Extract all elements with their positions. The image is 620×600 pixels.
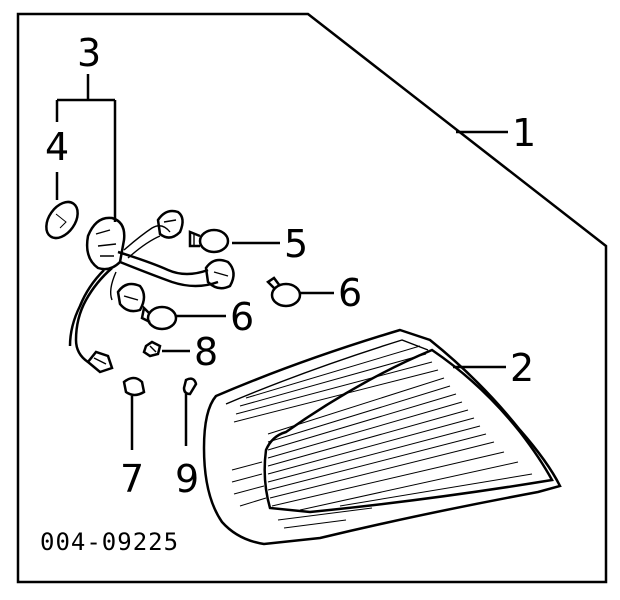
screw-8-drawing [142, 340, 162, 358]
part-code: 004-09225 [40, 528, 179, 556]
callout-7: 7 [120, 457, 144, 501]
bulb-6-lower-drawing [140, 305, 178, 331]
callout-5: 5 [284, 222, 308, 266]
nut-7-drawing [122, 376, 146, 397]
callout-2: 2 [510, 346, 534, 390]
callout-6-upper: 6 [338, 271, 362, 315]
callout-3: 3 [77, 31, 101, 75]
bulb-5-drawing [188, 228, 230, 254]
bulb-6-upper-drawing [266, 276, 302, 308]
socket-wire-harness-drawing [68, 209, 235, 374]
diagram-frame [16, 12, 608, 584]
lens-ribs [231, 345, 533, 529]
lens-housing-drawing [202, 328, 562, 546]
callout-4: 4 [45, 125, 69, 169]
clip-9-drawing [182, 377, 198, 396]
callout-1: 1 [512, 111, 536, 155]
gasket-drawing [45, 200, 79, 240]
callout-6-lower: 6 [230, 295, 254, 339]
callout-8: 8 [194, 330, 218, 374]
callout-9: 9 [175, 457, 199, 501]
